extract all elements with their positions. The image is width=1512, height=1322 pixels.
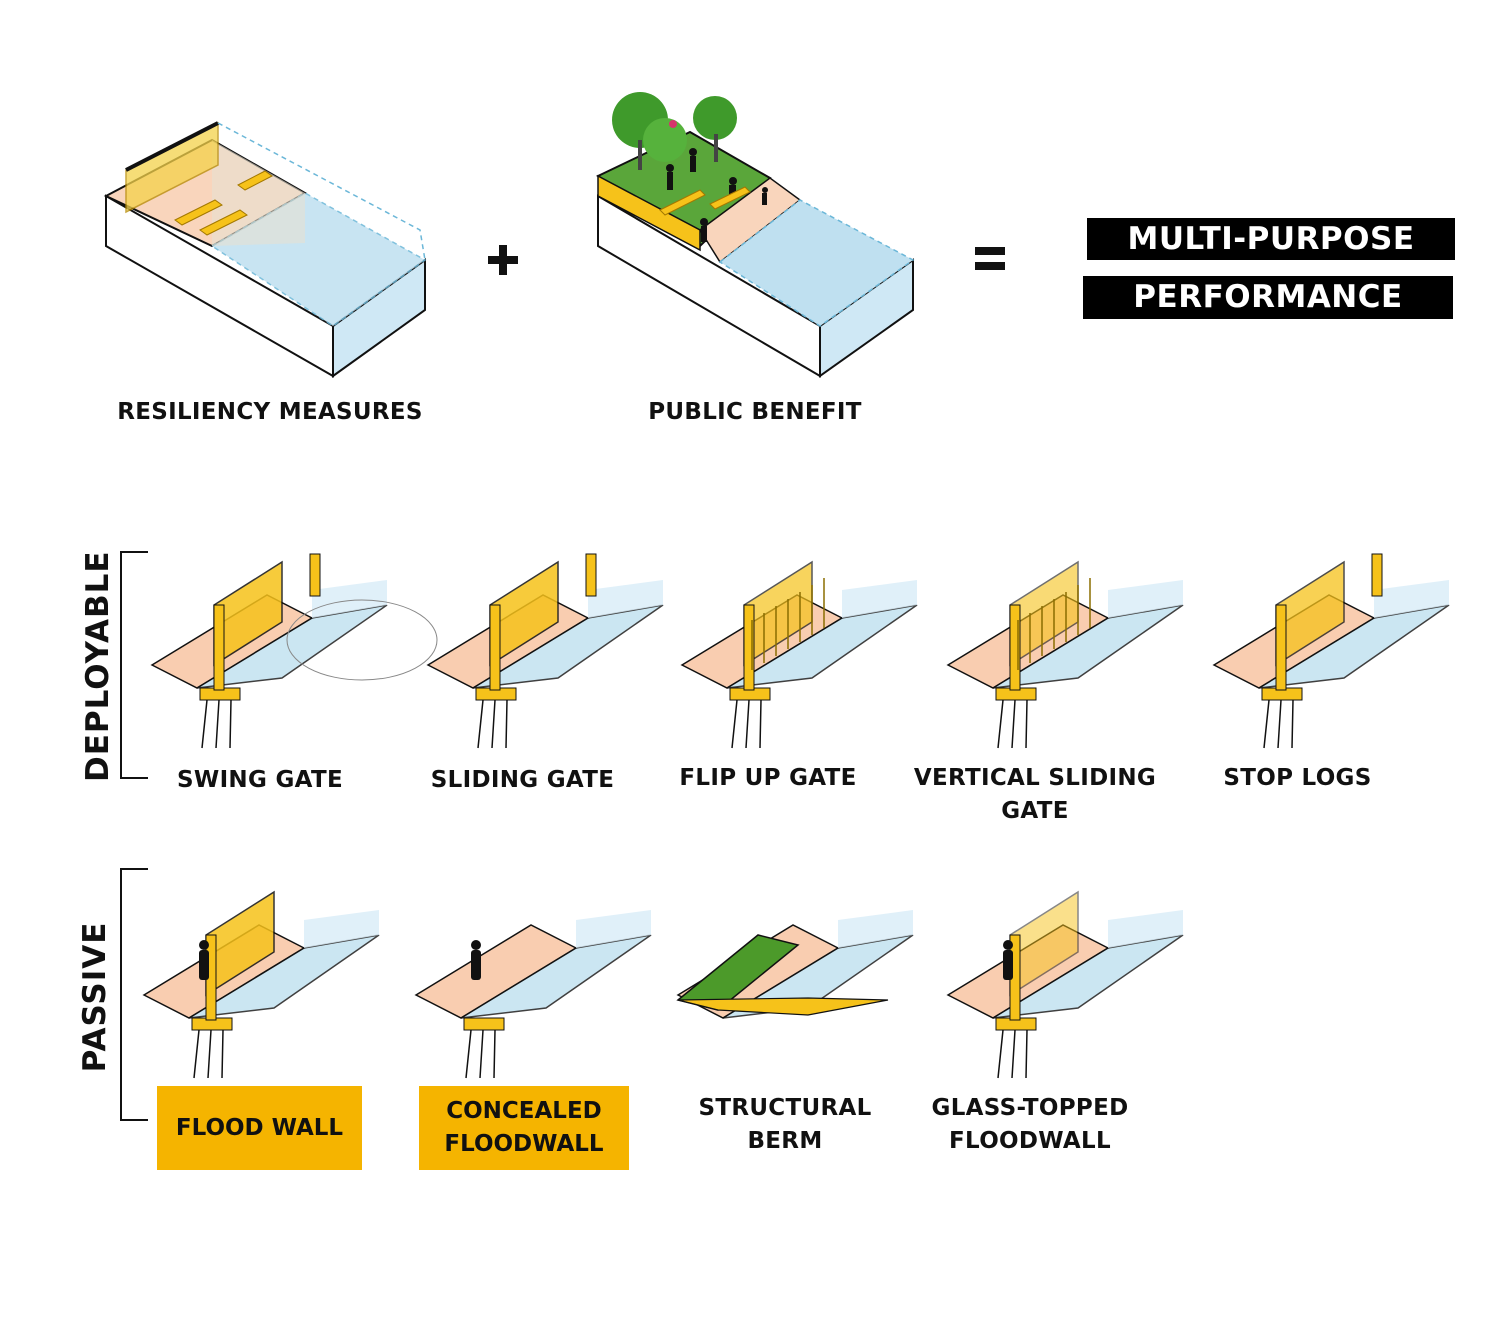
glass-topped-floodwall-label: GLASS-TOPPED FLOODWALL [920,1092,1140,1158]
flood-wall-label: FLOOD WALL [157,1086,362,1170]
deployable-title: DEPLOYABLE [80,550,116,782]
flood-wall-icon [142,890,380,1079]
performance-label: PERFORMANCE [1083,276,1453,319]
vertical-sliding-gate-line-1: VERTICAL SLIDING [913,765,1157,791]
stop-logs-icon [1212,553,1450,749]
swing-gate-icon [150,553,438,749]
plus-icon [488,245,518,275]
sliding-gate-label: SLIDING GATE [430,767,615,793]
glass-topped-floodwall-icon [946,890,1184,1079]
multi-purpose-label: MULTI-PURPOSE [1087,218,1455,260]
flip-up-gate-label: FLIP UP GATE [679,765,857,791]
equals-icon [975,247,1005,270]
deployable-bracket [120,551,148,779]
flip-up-gate-icon [680,560,918,749]
passive-title: PASSIVE [77,921,113,1073]
concealed-floodwall-line-1: CONCEALED [446,1098,602,1124]
glass-topped-floodwall-line-1: GLASS-TOPPED [931,1095,1129,1121]
swing-gate-label: SWING GATE [177,767,343,793]
resiliency-measures-illustration [103,121,427,378]
stop-logs-label: STOP LOGS [1223,765,1372,791]
structural-berm-line-2: BERM [747,1128,823,1154]
vertical-sliding-gate-icon [946,560,1184,749]
sliding-gate-icon [426,553,664,749]
public-benefit-label: PUBLIC BENEFIT [648,399,862,425]
public-benefit-illustration [596,92,915,378]
vertical-sliding-gate-label: VERTICAL SLIDING GATE [910,762,1160,828]
structural-berm-label: STRUCTURAL BERM [690,1092,880,1158]
structural-berm-icon [676,910,914,1019]
structural-berm-line-1: STRUCTURAL [698,1095,872,1121]
resiliency-measures-label: RESILIENCY MEASURES [117,399,423,425]
flood-wall-text: FLOOD WALL [175,1114,344,1141]
concealed-floodwall-icon [414,910,652,1079]
glass-topped-floodwall-line-2: FLOODWALL [949,1128,1111,1154]
vertical-sliding-gate-line-2: GATE [1001,798,1069,824]
concealed-floodwall-label: CONCEALED FLOODWALL [419,1086,629,1170]
passive-bracket [120,868,148,1121]
concealed-floodwall-line-2: FLOODWALL [444,1131,604,1157]
